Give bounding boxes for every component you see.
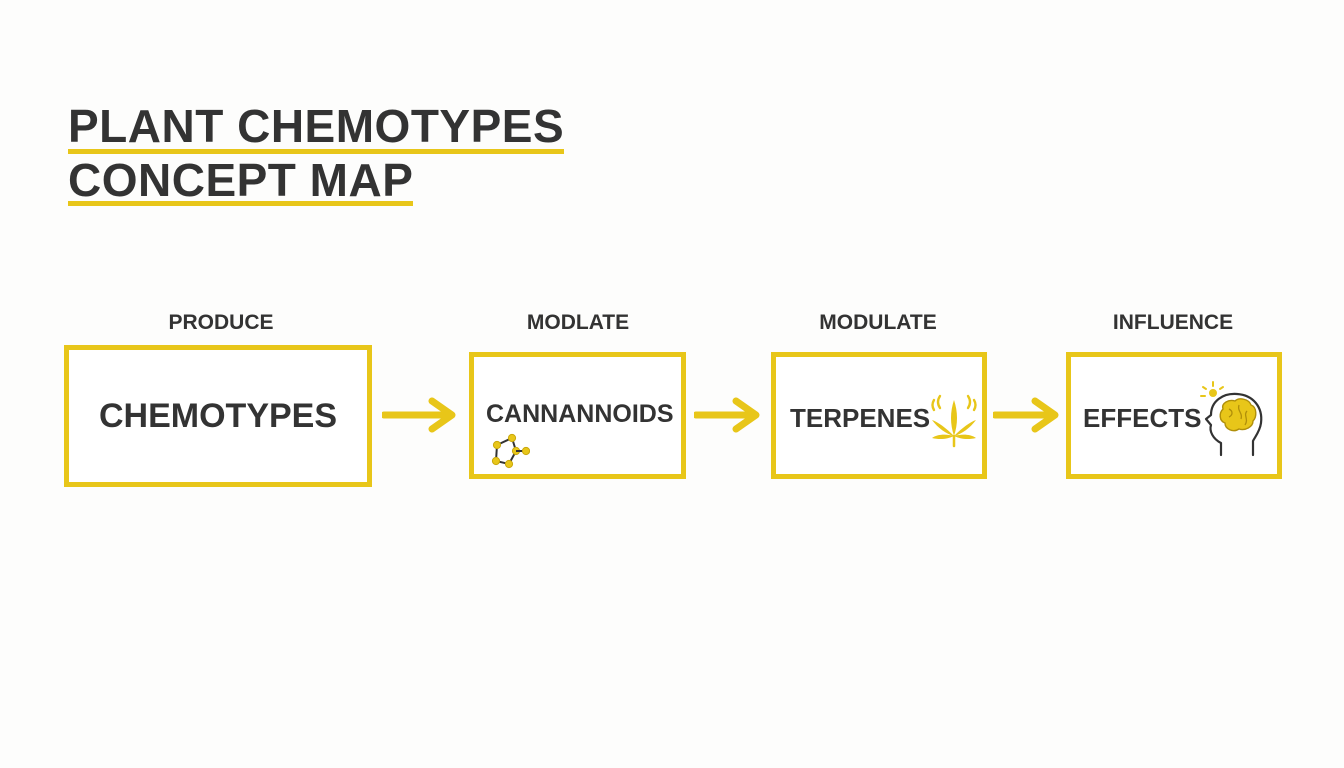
relation-label-produce: PRODUCE <box>168 311 274 334</box>
relation-label-modulate: MODULATE <box>819 311 937 334</box>
molecule-icon <box>491 433 530 469</box>
arrow-terpenes-to-effects <box>993 397 1059 433</box>
node-terpenes-text: TERPENES <box>790 403 931 433</box>
node-terpenes: TERPENES <box>771 352 987 479</box>
head-brain-icon <box>1200 381 1263 457</box>
arrow-cannabinoids-to-terpenes <box>694 397 760 433</box>
node-cannabinoids-text: CANNANNOIDS <box>486 400 674 428</box>
relation-label-modlate: MODLATE <box>526 311 630 334</box>
relation-label-influence: INFLUENCE <box>1112 311 1234 334</box>
page-title-line-2: CONCEPT MAP <box>68 154 414 206</box>
title-underline-1 <box>68 149 565 154</box>
page-title-text-2: CONCEPT MAP <box>68 154 414 206</box>
page-title-text-1: PLANT CHEMOTYPES <box>68 100 565 152</box>
title-underline-2 <box>68 201 414 206</box>
node-effects-text: EFFECTS <box>1083 403 1202 433</box>
node-chemotypes: CHEMOTYPES <box>64 345 372 487</box>
arrow-chemotypes-to-cannabinoids <box>382 397 456 433</box>
cannabis-leaf-icon <box>931 394 977 448</box>
node-effects: EFFECTS <box>1066 352 1282 479</box>
page-title-line-1: PLANT CHEMOTYPES <box>68 100 565 154</box>
node-cannabinoids: CANNANNOIDS <box>469 352 686 479</box>
node-chemotypes-text: CHEMOTYPES <box>99 397 338 435</box>
